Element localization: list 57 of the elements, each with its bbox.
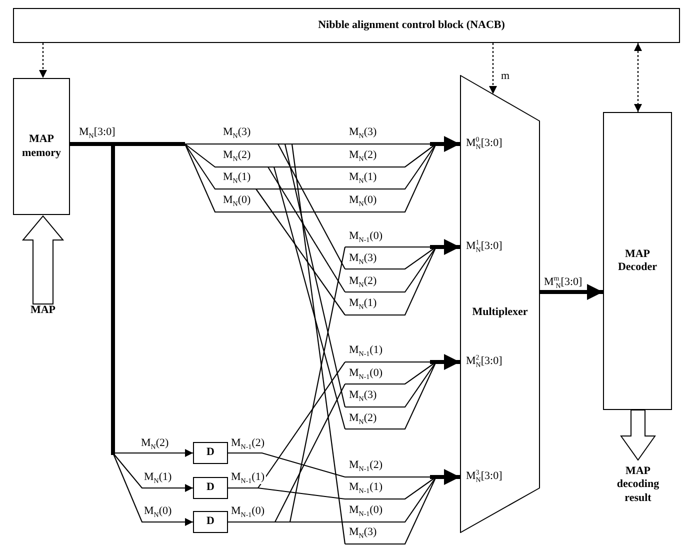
signal-label: M$_{N}$(1) [348, 171, 378, 184]
signal-label: M$^{3}$$_{N}$[3:0] [465, 470, 504, 483]
delay-box [193, 511, 228, 533]
control-block [13, 8, 680, 43]
signal-label: M$_{N}$(3) [348, 389, 378, 402]
signal-label: M$^{2}$$_{N}$[3:0] [465, 355, 504, 368]
input-label: MAP [30, 304, 56, 318]
edge-label: M$_{N}$(0) [143, 505, 173, 518]
signal-label: M$_{N}$(2) [222, 149, 252, 162]
delay-box [193, 442, 228, 464]
memory-block [13, 78, 70, 215]
signal-label: M$_{N-1}$(1) [348, 344, 384, 357]
signal-label: M$^{0}$$_{N}$[3:0] [465, 137, 504, 150]
signal-label: M$_{N}$(3) [222, 126, 252, 139]
decoder-block [603, 112, 672, 410]
signal-label: M$_{N}$(1) [222, 171, 252, 184]
block-title: D [206, 481, 214, 495]
signal-label: M$_{N-1}$(1) [348, 481, 384, 494]
arrow [430, 354, 460, 370]
signal-label: M$_{N}$(2) [348, 412, 378, 425]
edge-label: M$^{m}$$_{N}$[3:0] [543, 276, 584, 289]
block-title: D [206, 515, 214, 529]
block-title: Multiplexer [472, 306, 528, 320]
signal-label: M$_{N}$[3:0] [78, 126, 116, 139]
edge-label: M$_{N}$(1) [143, 471, 173, 484]
signal-label: M$_{N}$(1) [348, 297, 378, 310]
block-title: D [206, 446, 214, 460]
block-title: MAP memory [20, 133, 62, 160]
signal-label: M$_{N}$(3) [348, 126, 378, 139]
dashed-arrow [489, 43, 497, 94]
signal-label: M$_{N-1}$(0) [348, 230, 384, 243]
signal-label: M$_{N-1}$(2) [230, 437, 266, 450]
signal-label: M$_{N}$(3) [348, 252, 378, 265]
signal-label: M$_{N}$(3) [348, 526, 378, 539]
block-title: MAP Decoder [616, 248, 658, 274]
dashed-arrow [39, 43, 47, 78]
block-arrow [22, 215, 64, 304]
output-label: MAP decoding result [616, 465, 660, 505]
block-title: Nibble alignment control block (NACB) [318, 18, 505, 32]
arrow [540, 284, 603, 300]
signal-label: M$_{N}$(2) [348, 275, 378, 288]
signal-label: M$_{N-1}$(0) [348, 367, 384, 380]
signal-label: M$_{N}$(2) [348, 149, 378, 162]
signal-label: M$^{1}$$_{N}$[3:0] [465, 240, 504, 253]
delay-box [193, 477, 228, 499]
signal-label: M$_{N}$(0) [222, 194, 252, 207]
signal-label: M$_{N-1}$(2) [348, 459, 384, 472]
dashed-arrow [634, 43, 642, 112]
arrow [430, 239, 460, 255]
signal-label: M$_{N}$(0) [348, 194, 378, 207]
arrow [430, 136, 460, 152]
signal-label: M$_{N-1}$(1) [230, 471, 266, 484]
arrow [430, 469, 460, 485]
edge-label: M$_{N}$(2) [140, 437, 170, 450]
block-arrow [620, 410, 656, 461]
signal-label: M$_{N-1}$(0) [348, 504, 384, 517]
signal-label: M$_{N-1}$(0) [230, 505, 266, 518]
